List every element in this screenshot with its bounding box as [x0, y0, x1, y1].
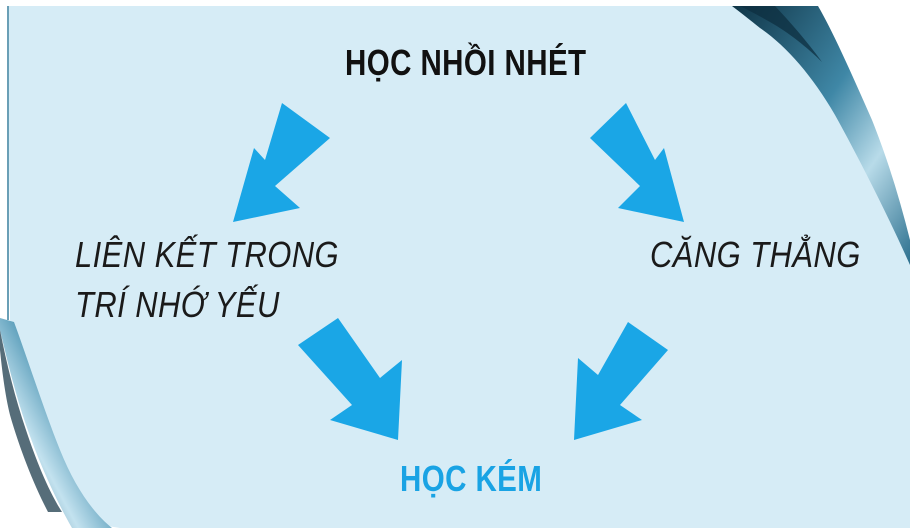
right-node-label: CĂNG THẲNG — [650, 234, 861, 275]
page-curl-bottom-left — [0, 318, 112, 528]
paper-sheet — [8, 6, 910, 528]
arrow-left-to-bottom — [298, 318, 402, 440]
top-node-label: HỌC NHỒI NHÉT — [345, 42, 587, 83]
arrow-top-to-right — [590, 103, 684, 222]
left-node-label: LIÊN KẾT TRONG TRÍ NHỚ YẾU — [75, 230, 339, 330]
bottom-node-label: HỌC KÉM — [400, 458, 543, 499]
left-node-line-2: TRÍ NHỚ YẾU — [75, 284, 280, 325]
left-node-line-1: LIÊN KẾT TRONG — [75, 234, 340, 275]
page-curl-top-right — [732, 6, 910, 265]
arrow-top-to-left — [233, 103, 330, 222]
arrow-right-to-bottom — [574, 322, 668, 440]
